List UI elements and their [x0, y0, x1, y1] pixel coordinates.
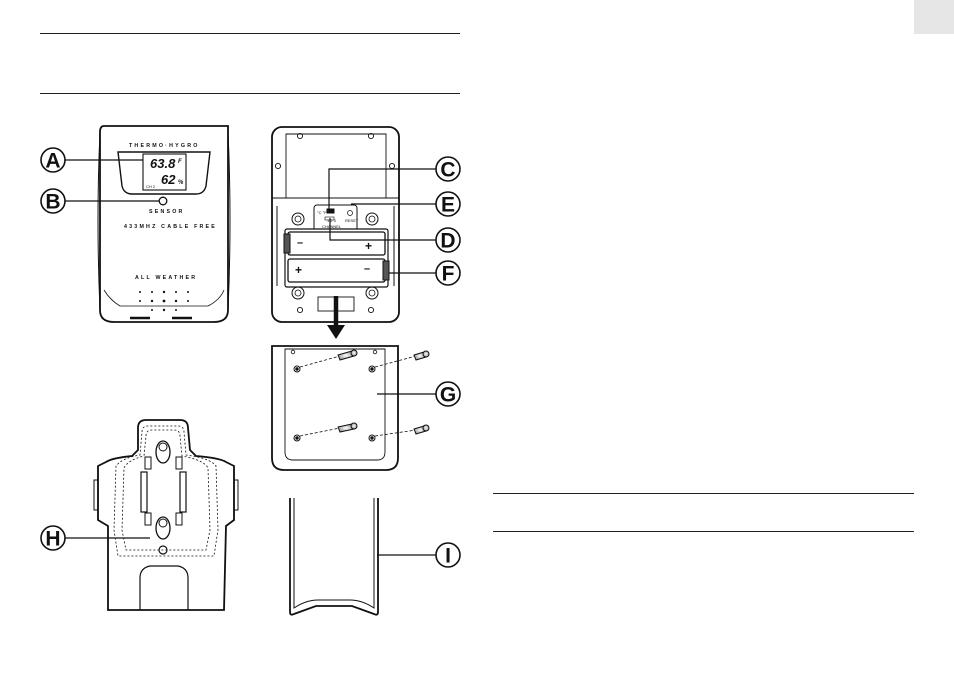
callout-f-circle	[435, 260, 461, 286]
callout-f: F	[442, 263, 455, 286]
callout-g-circle	[435, 381, 461, 407]
sensor-led	[158, 196, 168, 206]
bottom-rule-1	[493, 493, 914, 494]
callout-i: I	[445, 545, 451, 568]
temperature-reading: 63.8	[150, 156, 176, 171]
sensor-back-device	[271, 126, 400, 323]
battery1-minus: –	[297, 237, 303, 249]
channel-numbers: 1 2 3	[327, 218, 337, 223]
sensor-label: SENSOR	[149, 209, 185, 215]
sensor-front-device	[97, 125, 231, 323]
temperature-unit: F	[178, 159, 182, 165]
page-corner-tab	[914, 0, 954, 34]
callout-d: D	[440, 230, 455, 253]
callout-h: H	[45, 528, 60, 551]
frequency-label: 433MHZ CABLE FREE	[124, 224, 217, 230]
top-rule-1	[40, 33, 460, 34]
vent-holes	[139, 290, 189, 312]
temp-unit-switch-label: °C °F	[317, 210, 327, 215]
callout-a-circle	[40, 147, 66, 173]
lcd-screen	[142, 153, 187, 191]
callout-d-circle	[435, 227, 461, 253]
callout-e-circle	[435, 191, 461, 217]
battery2-plus: +	[295, 263, 302, 277]
reset-label: RESET	[345, 218, 359, 223]
callout-b: B	[45, 191, 60, 214]
battery2-minus: –	[364, 263, 370, 275]
channel-label: CHANNEL	[322, 224, 342, 229]
callout-h-circle	[40, 525, 66, 551]
callout-g: G	[440, 384, 456, 407]
brand-label: THERMO·HYGRO	[129, 143, 200, 149]
humidity-reading: 62	[161, 172, 176, 187]
screw-icon	[337, 349, 430, 435]
battery1-plus: +	[365, 239, 372, 253]
callout-b-circle	[40, 188, 66, 214]
callout-i-circle	[435, 542, 461, 568]
callout-e: E	[441, 194, 455, 217]
callout-a: A	[45, 150, 60, 173]
bottom-rule-2	[493, 531, 914, 532]
weather-label: ALL WEATHER	[135, 275, 197, 281]
arrow-down-icon	[327, 296, 345, 339]
table-stand	[289, 498, 379, 616]
callout-c-circle	[435, 156, 461, 182]
callout-c: C	[440, 159, 455, 182]
top-rule-2	[40, 93, 460, 94]
humidity-unit: %	[178, 180, 184, 186]
battery-cover	[271, 345, 417, 471]
wall-mount-bracket	[93, 419, 239, 611]
channel-indicator: CH 2	[146, 184, 156, 189]
